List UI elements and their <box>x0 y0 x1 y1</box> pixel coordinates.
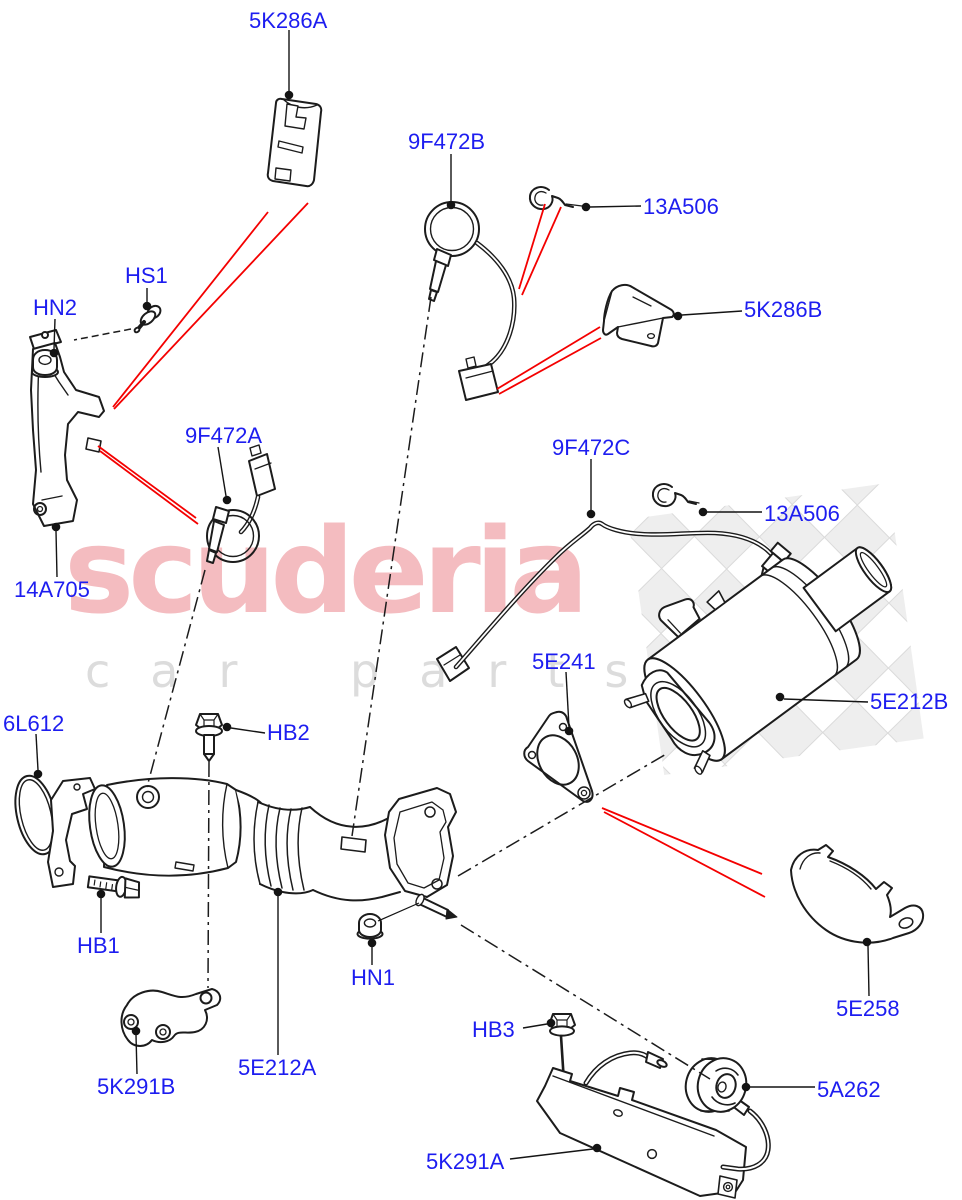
part-label-5k286b: 5K286B <box>744 297 823 322</box>
part-hb2-bolt <box>195 713 223 762</box>
part-label-5a262: 5A262 <box>817 1077 881 1102</box>
part-label-5k291a: 5K291A <box>426 1149 505 1174</box>
part-label-5e258: 5E258 <box>836 996 900 1021</box>
part-5a262-isolator <box>684 1057 748 1113</box>
part-5e212b-muffler <box>623 546 893 775</box>
part-5k291b-bracket <box>120 988 222 1047</box>
part-label-hb1: HB1 <box>77 933 120 958</box>
part-label-hs1: HS1 <box>125 263 168 288</box>
part-5k286a-heat-shield <box>266 97 323 188</box>
part-5e212a-downpipe <box>47 777 458 920</box>
part-label-hn2: HN2 <box>33 295 78 320</box>
part-label-hb3: HB3 <box>472 1017 515 1042</box>
part-label-14a705: 14A705 <box>14 577 90 602</box>
part-hn2-nut <box>31 349 59 378</box>
part-13a506-clip-lower <box>651 483 700 508</box>
part-13a506-clip-upper <box>528 186 583 211</box>
part-label-5e212b: 5E212B <box>870 689 949 714</box>
part-label-5e212a: 5E212A <box>238 1055 317 1080</box>
part-label-6l612: 6L612 <box>3 711 65 736</box>
watermark-brand: scuderia <box>64 502 589 640</box>
part-label-5k286a: 5K286A <box>249 8 328 33</box>
red-callout-lines <box>97 202 766 898</box>
part-9f472c-sensor-tube <box>436 520 792 682</box>
part-label-5e241: 5E241 <box>532 649 596 674</box>
part-label-hb2: HB2 <box>267 720 310 745</box>
part-hn1-nut <box>356 913 384 940</box>
part-hs1-bolt <box>133 304 162 334</box>
part-label-13a506-1: 13A506 <box>643 194 719 219</box>
part-label-hn1: HN1 <box>351 965 396 990</box>
part-5e258-heat-shield <box>790 844 925 944</box>
label-leader-lines <box>33 30 872 1160</box>
part-label-9f472a: 9F472A <box>185 423 263 448</box>
part-hb1-bolt <box>86 875 141 899</box>
part-5k286b-bracket <box>602 283 675 348</box>
part-5k291a-bracket-plate <box>536 1050 771 1199</box>
watermark-tagline: car parts <box>85 644 669 698</box>
part-9f472b-oxygen-sensor <box>424 201 517 401</box>
part-5e241-gasket <box>523 710 594 803</box>
part-label-9f472c: 9F472C <box>552 435 631 460</box>
part-9f472a-oxygen-sensor <box>206 444 276 564</box>
alignment-dashdot-lines <box>73 296 711 1080</box>
part-label-5k291b: 5K291B <box>97 1074 176 1099</box>
part-label-13a506-2: 13A506 <box>764 501 840 526</box>
part-label-9f472b: 9F472B <box>408 129 486 154</box>
